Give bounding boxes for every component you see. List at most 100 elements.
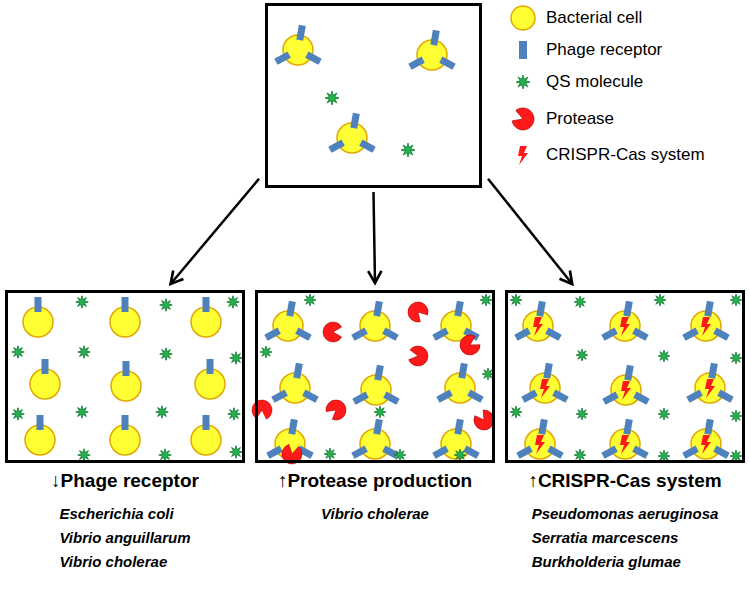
qs-molecule [730,352,742,364]
bacterial-cell [601,419,648,459]
bacterial-cell [110,297,140,337]
qs-molecule [658,350,670,362]
qs-molecule [516,75,530,89]
phage-receptor [538,419,547,435]
phage-receptor [633,392,650,405]
phage-receptor [373,301,382,317]
phage-receptor [454,419,463,435]
qs-molecule [12,408,25,421]
phage-receptor [547,446,564,459]
bacterial-cell [23,297,53,337]
phage-receptor [350,113,359,129]
legend-row: QS molecule [508,67,643,97]
bacterial-cell [191,297,221,337]
phage-receptor [430,30,439,46]
legend-swatch [508,104,538,134]
phage-receptor [467,390,484,403]
qs-molecule [510,294,522,306]
protease [323,396,350,423]
phage-receptor [382,328,399,341]
phage-receptor [352,392,369,405]
species-name: Escherichia coli [59,502,190,526]
bacterial-cell [191,415,221,455]
bacterial-cell [264,301,311,341]
phage-receptor [704,301,713,317]
phage-receptor [302,390,319,403]
bacterial-cell [408,30,455,70]
qs-molecule [159,449,172,462]
species-list: Vibrio cholerae [258,502,492,526]
legend-label: Bacterial cell [546,8,642,28]
qs-molecule [160,348,173,361]
bacterial-cell [682,419,729,459]
phage-receptor [682,328,699,341]
phage-receptor [286,301,295,317]
crispr-cas-system [701,317,711,336]
bacterial-cell [351,419,398,459]
bacterial-cell [25,415,55,455]
qs-molecule [76,296,89,309]
legend-row: Protease [508,104,614,134]
phage-receptor [543,363,552,379]
phage-receptor [552,390,569,403]
bacterial-cell [432,419,479,459]
qs-molecule [574,296,586,308]
species-name: Pseudomonas aeruginosa [532,502,719,526]
phage-receptor [686,390,703,403]
phage-receptor [623,419,632,435]
phage-receptor [623,301,632,317]
legend-swatch [508,67,538,97]
phage-receptor [682,446,699,459]
phage-receptor [521,390,538,403]
crispr-cas-system [621,381,631,400]
crispr-cas-system [540,379,550,398]
qs-molecule [730,294,742,306]
protease [456,332,482,359]
bacterial-cell [601,301,648,341]
species-name: Vibrio anguillarum [59,526,190,550]
phage-receptor [351,446,368,459]
phage-receptor [545,328,562,341]
species-list: Escherichia coliVibrio anguillarumVibrio… [8,502,242,574]
qs-molecule [658,408,670,420]
legend-label: QS molecule [546,72,643,92]
legend: Bacterial cellPhage receptorQS moleculeP… [508,0,748,180]
protease [323,322,342,342]
qs-molecule [454,449,466,461]
crispr-cas-system [701,435,711,454]
phage-receptor [35,297,42,312]
legend-swatch [508,140,538,170]
qs-molecule [324,448,336,460]
qs-molecule [325,91,339,105]
qs-molecule [394,449,406,461]
qs-molecule [576,349,588,361]
legend-label: Protease [546,109,614,129]
phage-receptor [351,328,368,341]
bacterial-cell [110,415,140,455]
phage-receptor [454,301,463,317]
legend-label: CRISPR-Cas system [546,145,705,165]
bacterial-cell [328,113,375,153]
qs-molecule [401,143,415,157]
species-list-inner: Vibrio cholerae [321,502,429,526]
crispr-cas-system [533,317,543,336]
phage-receptor [408,57,425,70]
phage-receptor [296,25,305,41]
crispr-cas-system [620,435,630,454]
phage-receptor [601,446,618,459]
species-name: Serratia marcescens [532,526,719,550]
qs-molecule [228,408,241,421]
phage-receptor [713,328,730,341]
phage-receptor [264,328,281,341]
qs-molecule [574,449,586,461]
phage-receptor [463,446,480,459]
phage-receptor [432,328,449,341]
species-name: Vibrio cholerae [321,502,429,526]
phage-receptor [295,328,312,341]
protease [408,345,429,367]
legend-swatch [508,35,538,65]
phage-receptor [203,297,210,312]
qs-molecule [156,406,169,419]
phage-receptor [328,140,345,153]
phage-receptor [632,446,649,459]
